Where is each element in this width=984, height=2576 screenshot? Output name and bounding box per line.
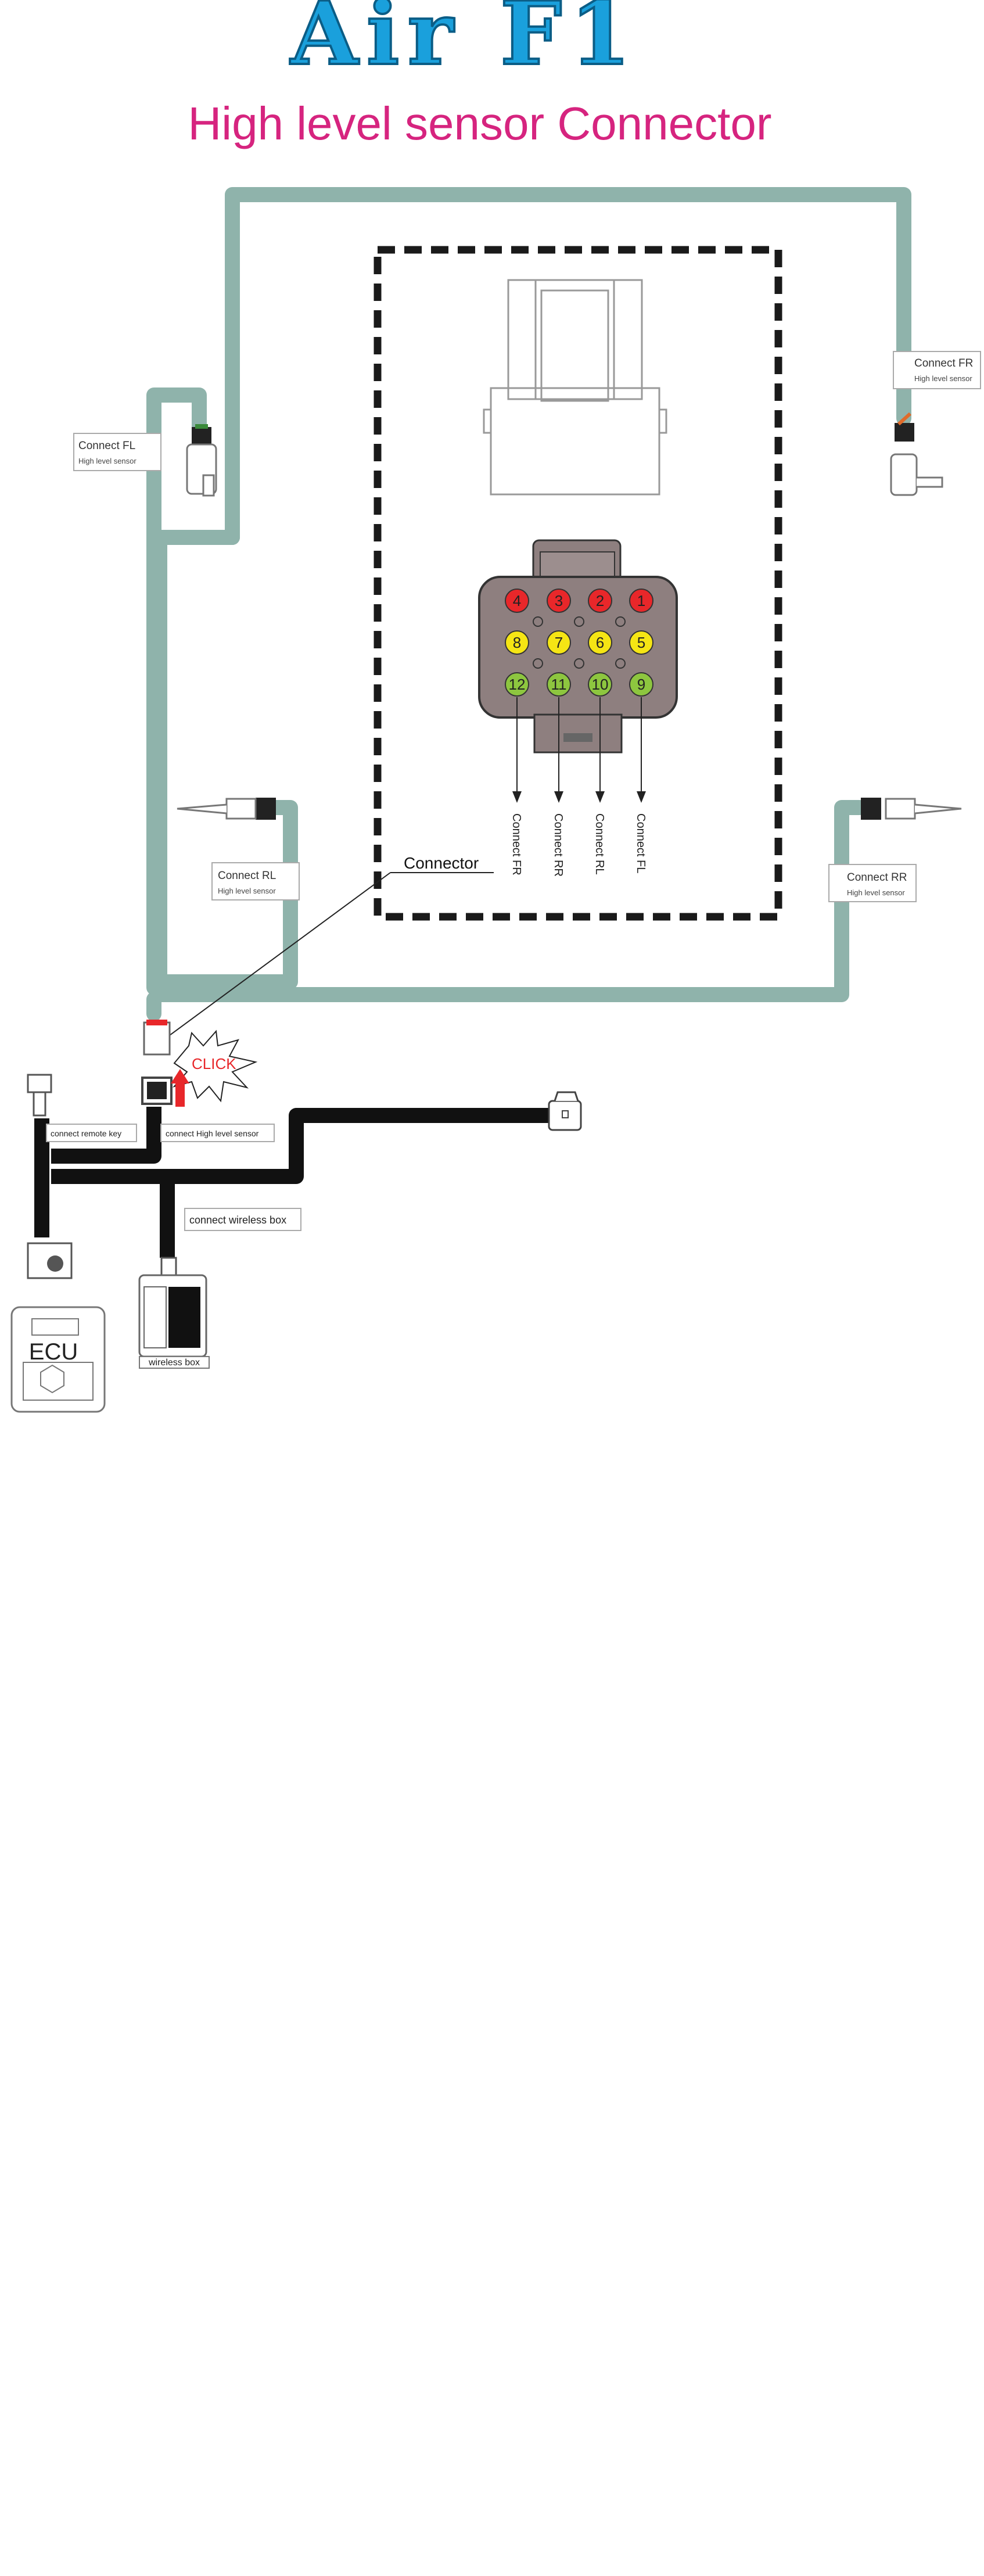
output-arrow <box>512 791 522 803</box>
sensor-fr-icon <box>890 412 943 496</box>
sensor-rr-title: Connect RR <box>847 871 907 884</box>
output-arrow <box>554 791 563 803</box>
pin-3: 3 <box>547 589 571 613</box>
wireless-label: connect wireless box <box>189 1214 286 1226</box>
connector-label: Connector <box>404 854 479 872</box>
sensor-rr-icon <box>861 798 962 820</box>
wireless-box: wireless box <box>138 1257 210 1369</box>
sensor-rl-label-box: Connect RL High level sensor <box>211 862 300 900</box>
pin-latch <box>615 616 626 627</box>
sensor-fr-subtitle: High level sensor <box>914 374 972 383</box>
click-label: CLICK <box>192 1055 236 1072</box>
side-plug <box>548 1091 582 1131</box>
detail-frame <box>374 246 782 921</box>
pin-outputs: Connect FR Connect RR Connect RL Connect FL <box>510 697 647 877</box>
sensor-rr-subtitle: High level sensor <box>847 888 905 897</box>
ecu-label: ECU <box>29 1339 78 1365</box>
sensor-rl-title: Connect RL <box>218 870 276 882</box>
remote-key-label: connect remote key <box>51 1129 121 1138</box>
output-label: Connect FL <box>634 813 647 873</box>
sensor-fr-title: Connect FR <box>914 357 973 369</box>
pin-12: 12 <box>505 672 529 697</box>
high-level-label: connect High level sensor <box>166 1129 259 1138</box>
pin-number: 2 <box>596 592 604 609</box>
sensor-fr-label-box: Connect FR High level sensor <box>893 351 981 389</box>
pin-7: 7 <box>547 630 571 655</box>
black-harness <box>34 1107 549 1258</box>
pin-grid: 4 3 2 1 8 7 6 5 12 11 10 9 <box>505 589 653 697</box>
harness-plug <box>141 1020 173 1105</box>
pin-number: 6 <box>596 634 604 651</box>
pin-latch <box>574 658 584 669</box>
click-burst: CLICK <box>171 1029 258 1107</box>
remote-key-label-box: connect remote key <box>46 1124 137 1142</box>
pin-number: 8 <box>513 634 521 651</box>
pin-number: 12 <box>509 676 526 693</box>
sensor-fl-title: Connect FL <box>78 440 135 452</box>
pin-number: 9 <box>637 676 645 693</box>
pin-latch <box>615 658 626 669</box>
sensor-fl-icon <box>186 424 217 497</box>
pin-number: 7 <box>555 634 563 651</box>
pin-6: 6 <box>588 630 612 655</box>
ecu-box: ECU <box>10 1242 106 1413</box>
pin-5: 5 <box>629 630 653 655</box>
high-level-label-box: connect High level sensor <box>160 1124 275 1142</box>
pin-8: 8 <box>505 630 529 655</box>
output-label: Connect FR <box>510 813 523 876</box>
pin-1: 1 <box>629 589 653 613</box>
sensor-fl-subtitle: High level sensor <box>78 457 137 465</box>
sensor-rl-icon <box>177 798 276 820</box>
pin-number: 4 <box>513 592 521 609</box>
remote-key-plug <box>27 1074 52 1117</box>
pin-latch <box>574 616 584 627</box>
subtitle: High level sensor Connector <box>188 98 772 149</box>
connector-leader <box>167 872 391 1038</box>
pin-9: 9 <box>629 672 653 697</box>
pin-number: 10 <box>592 676 609 693</box>
connector-side-view <box>483 279 667 496</box>
wireless-label-box: connect wireless box <box>184 1208 301 1231</box>
sensor-rr-label-box: Connect RR High level sensor <box>828 864 917 902</box>
sensor-rl-subtitle: High level sensor <box>218 887 276 895</box>
pin-latch <box>533 658 543 669</box>
pin-number: 5 <box>637 634 645 651</box>
output-label: Connect RR <box>552 813 565 877</box>
pin-11: 11 <box>547 672 571 697</box>
output-arrow <box>637 791 646 803</box>
output-arrow <box>595 791 605 803</box>
pin-number: 1 <box>637 592 645 609</box>
wireless-box-label: wireless box <box>148 1358 200 1368</box>
brand-title: Air F1 <box>289 0 638 85</box>
pin-number: 3 <box>555 592 563 609</box>
pin-4: 4 <box>505 589 529 613</box>
sensor-fl-label-box: Connect FL High level sensor <box>73 433 161 471</box>
pin-2: 2 <box>588 589 612 613</box>
pin-number: 11 <box>551 676 567 693</box>
pin-10: 10 <box>588 672 612 697</box>
pin-latch <box>533 616 543 627</box>
output-label: Connect RL <box>593 813 606 875</box>
